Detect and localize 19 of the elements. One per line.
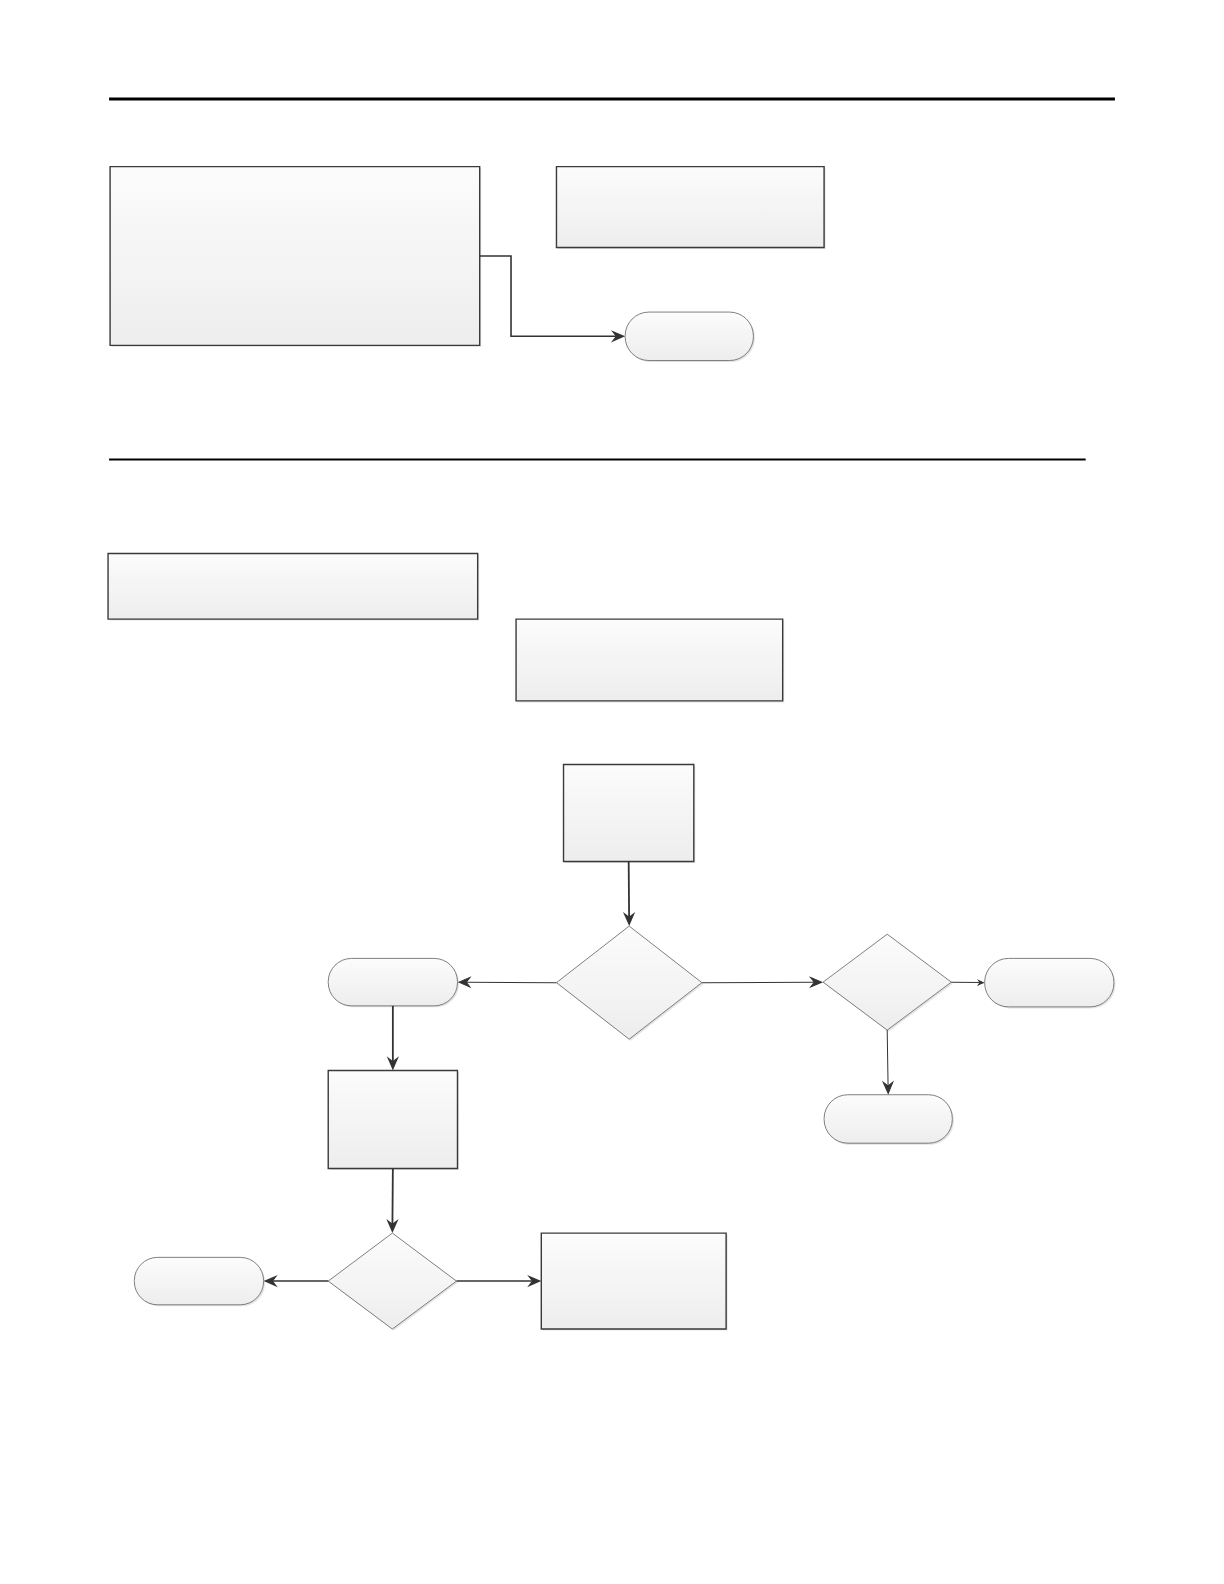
decision-diamond bbox=[327, 1232, 458, 1331]
decision-diamond bbox=[822, 933, 953, 1032]
terminal-pill bbox=[624, 311, 755, 363]
decision-diamond bbox=[556, 925, 704, 1041]
arrow bbox=[882, 1029, 894, 1094]
terminal-pill bbox=[984, 957, 1116, 1009]
terminal-pill bbox=[133, 1256, 266, 1307]
process-box bbox=[555, 165, 826, 249]
process-box bbox=[515, 618, 785, 703]
process-box bbox=[109, 165, 482, 347]
process-box bbox=[562, 763, 696, 863]
process-box bbox=[107, 552, 480, 621]
terminal-pill bbox=[327, 957, 459, 1008]
arrow bbox=[950, 979, 984, 986]
process-box bbox=[540, 1232, 728, 1331]
process-box bbox=[327, 1069, 459, 1170]
terminal-pill bbox=[823, 1094, 954, 1145]
arrow bbox=[458, 976, 557, 988]
arrow bbox=[701, 976, 823, 988]
